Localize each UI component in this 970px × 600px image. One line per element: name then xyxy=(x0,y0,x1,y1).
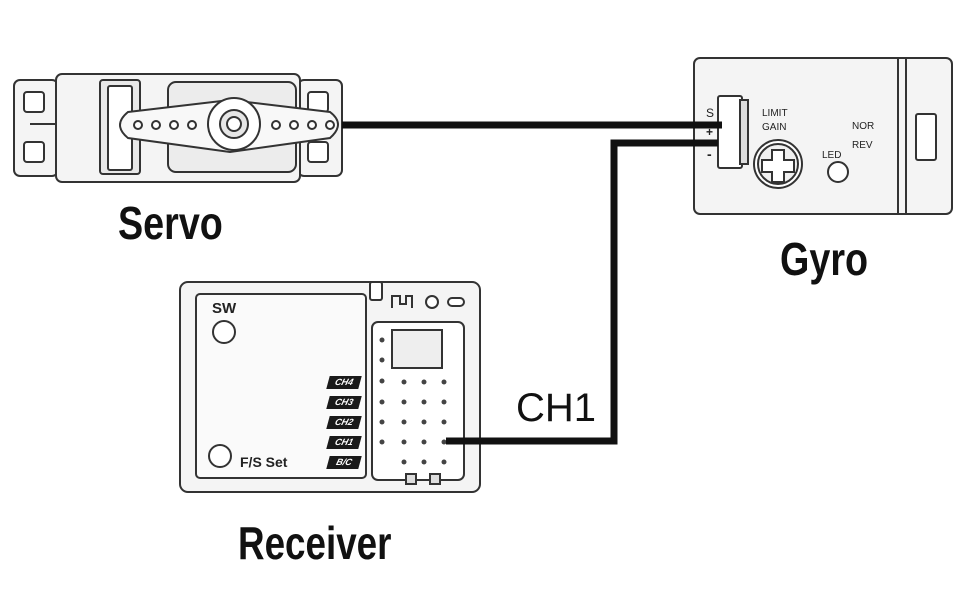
gyro-led-label: LED xyxy=(822,150,842,161)
servo-device xyxy=(13,73,343,183)
channel-tag-bc: B/C xyxy=(326,456,362,469)
channel-tag-ch3: CH3 xyxy=(326,396,362,409)
gyro-pin-minus-label: - xyxy=(707,146,712,162)
gyro-pin-s-label: S xyxy=(706,106,715,120)
channel-tag-ch2: CH2 xyxy=(326,416,362,429)
receiver-label: Receiver xyxy=(238,517,392,569)
ch1-gyro-wire xyxy=(446,139,718,445)
servo-label: Servo xyxy=(118,197,223,249)
receiver-fs-set-label: F/S Set xyxy=(240,454,288,470)
channel-tag-ch4: CH4 xyxy=(326,376,362,389)
gyro-limit-label: LIMIT xyxy=(762,108,788,119)
gyro-nor-label: NOR xyxy=(852,121,875,132)
gyro-pin-plus-label: + xyxy=(706,125,714,139)
gyro-label: Gyro xyxy=(780,233,869,285)
receiver-pins xyxy=(379,337,447,465)
connection-label: CH1 xyxy=(516,386,597,430)
gyro-gain-label: GAIN xyxy=(762,122,787,133)
receiver-sw-label: SW xyxy=(212,300,237,317)
gyro-rev-label: REV xyxy=(852,140,873,151)
channel-tag-ch1: CH1 xyxy=(326,436,362,449)
gyro-device xyxy=(693,57,953,215)
